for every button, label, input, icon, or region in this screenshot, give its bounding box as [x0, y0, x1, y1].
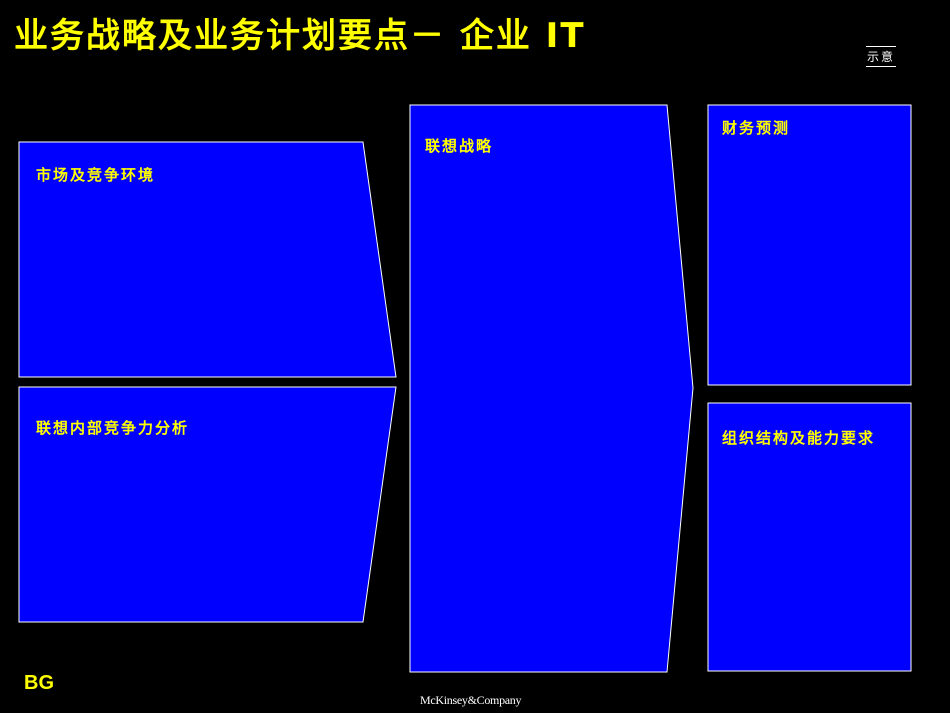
illustrative-badge: 示意 [866, 46, 897, 67]
organization-capability-label: 组织结构及能力要求 [722, 429, 876, 447]
organization-capability-box [707, 402, 912, 672]
market-environment-box [18, 141, 397, 378]
footer-bg-label: BG [24, 672, 54, 694]
company-logo-text: McKinsey&Company [420, 693, 522, 707]
market-environment-label: 市场及竞争环境 [36, 166, 156, 184]
lenovo-strategy-label: 联想战略 [425, 137, 494, 155]
financial-forecast-box [707, 104, 912, 386]
lenovo-strategy-box [409, 104, 694, 673]
internal-competitiveness-box [18, 386, 397, 623]
internal-competitiveness-label: 联想内部竞争力分析 [36, 419, 190, 437]
slide-title: 业务战略及业务计划要点－ 企业 IT [14, 16, 586, 56]
financial-forecast-label: 财务预测 [722, 119, 791, 137]
